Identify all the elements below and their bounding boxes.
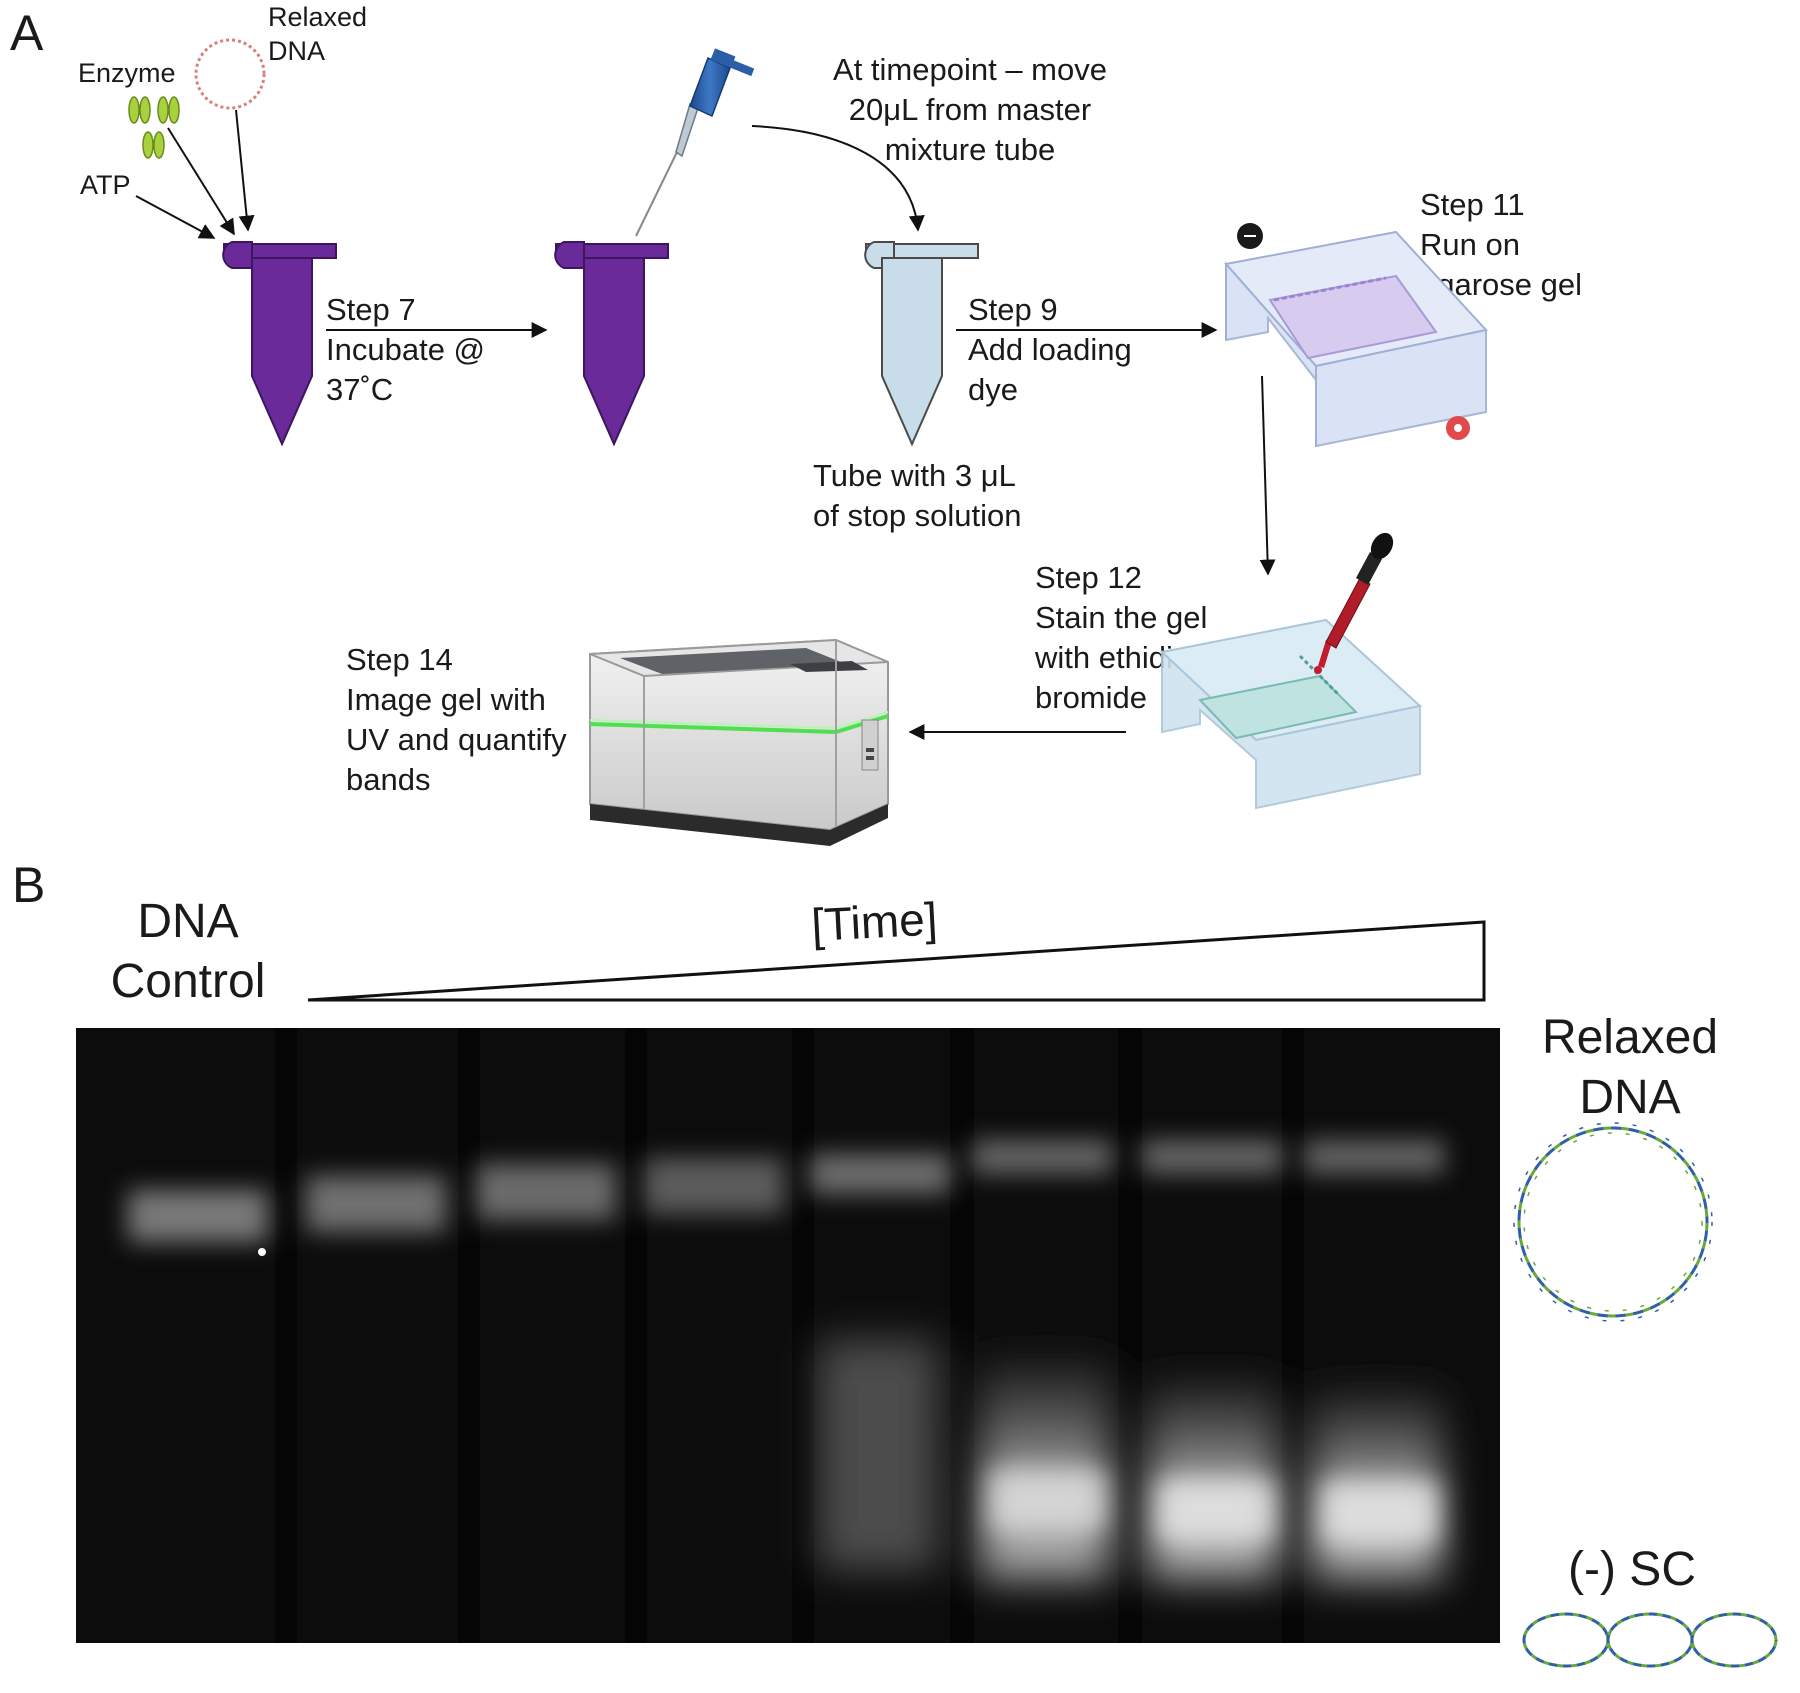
transfer-arrow [751, 125, 925, 232]
relaxed-bands [128, 1140, 1444, 1242]
step12-label: Step 12 Stain the gel with ethidium brom… [1035, 560, 1216, 715]
atp-arrow [135, 195, 216, 239]
enzyme-arrow [167, 127, 235, 236]
panel-b-label: B [12, 857, 46, 913]
stop-tube-label: Tube with 3 μL of stop solution [813, 458, 1022, 533]
incubated-tube-icon [554, 241, 669, 447]
step14-label: Step 14 Image gel with UV and quantify b… [346, 642, 567, 797]
enzyme-label: Enzyme [78, 58, 176, 88]
timepoint-label: At timepoint – move 20μL from master mix… [833, 52, 1107, 167]
negative-electrode-icon [1237, 223, 1263, 249]
dropper-icon [1314, 532, 1394, 674]
relaxed-dna-icon [194, 38, 266, 110]
step9-label: Step 9 Add loading dye [968, 292, 1132, 407]
gel-artifact [258, 1248, 266, 1256]
relaxed-dna-label: Relaxed DNA [268, 2, 368, 66]
step7-label: Step 7 Incubate @ 37˚C [326, 292, 486, 407]
pipette-icon [635, 48, 755, 237]
step11-arrow [1259, 375, 1276, 576]
supercoiled-dna-icon [1522, 1612, 1778, 1668]
panel-a-diagram [128, 38, 1488, 846]
panel-a-label: A [10, 5, 44, 61]
time-wedge [307, 920, 1486, 1002]
positive-electrode-icon [1446, 416, 1470, 440]
dna-control-label: DNA Control [110, 895, 266, 1008]
atp-label: ATP [80, 170, 131, 200]
reaction-tube-icon [222, 241, 337, 447]
relaxed-dna-helix-icon [1513, 1122, 1713, 1322]
relaxed-dna-band-label: Relaxed DNA [1541, 1011, 1719, 1124]
supercoiled-label: (-) SC [1568, 1543, 1696, 1596]
stop-solution-tube-icon [864, 241, 979, 447]
enzyme-icon [128, 96, 180, 159]
gel-imager-icon [589, 638, 889, 846]
staining-box-icon [1159, 618, 1423, 810]
gel-electrophoresis-box-icon [1224, 230, 1488, 448]
dna-arrow [235, 109, 255, 232]
